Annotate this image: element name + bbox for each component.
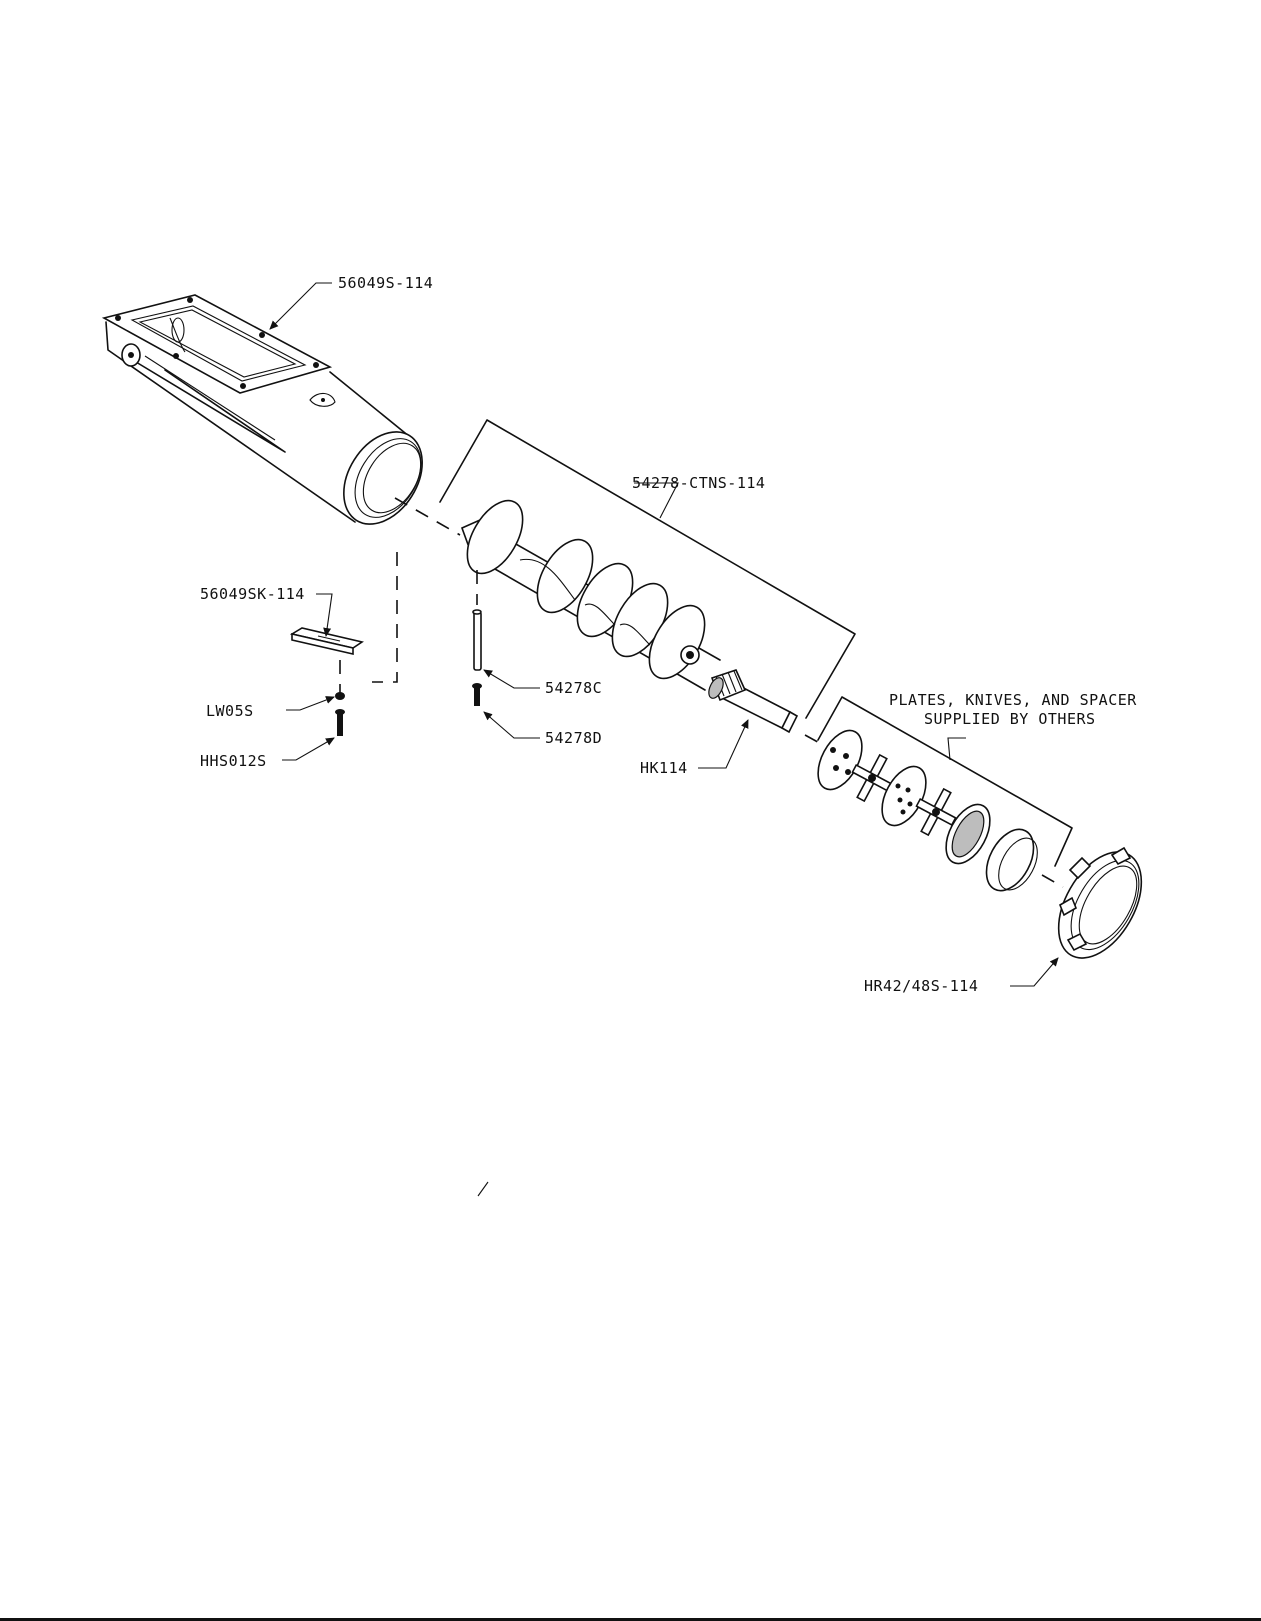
leader-bolt (484, 712, 540, 738)
leader-feed-housing (270, 283, 332, 329)
leader-cap-screw (282, 738, 334, 760)
leader-hub-key (698, 720, 748, 768)
leader-key (316, 594, 332, 636)
label-cap-screw: HHS012S (200, 752, 267, 770)
label-cutting-set-line2: SUPPLIED BY OTHERS (924, 710, 1096, 728)
label-lock-washer: LW05S (206, 702, 254, 720)
pin-part (473, 610, 481, 670)
leader-lock-washer (286, 697, 334, 710)
assembly-line-cutting-set (805, 735, 825, 746)
assembly-line-ring (1042, 875, 1063, 887)
leader-retaining-ring (1010, 958, 1058, 986)
cap-screw-part (335, 709, 345, 736)
label-hub-key: HK114 (640, 759, 688, 777)
label-key: 56049SK-114 (200, 585, 305, 603)
feed-housing-part (104, 295, 438, 538)
feed-screw-bracket (440, 420, 855, 718)
label-pin: 54278C (545, 679, 602, 697)
feed-screw-part (395, 491, 720, 690)
stray-mark (478, 1182, 488, 1196)
label-bolt: 54278D (545, 729, 602, 747)
leader-pin (484, 670, 540, 688)
label-retaining-ring: HR42/48S-114 (864, 977, 978, 995)
label-feed-screw-assembly: 54278-CTNS-114 (632, 474, 765, 492)
hub-key-part (706, 670, 797, 732)
bolt-part (472, 683, 482, 706)
label-feed-housing: 56049S-114 (338, 274, 433, 292)
label-cutting-set-line1: PLATES, KNIVES, AND SPACER (889, 691, 1137, 709)
leader-cutting-set (948, 738, 966, 760)
cutting-set-part (809, 723, 1045, 898)
assembly-line-key (372, 552, 397, 682)
